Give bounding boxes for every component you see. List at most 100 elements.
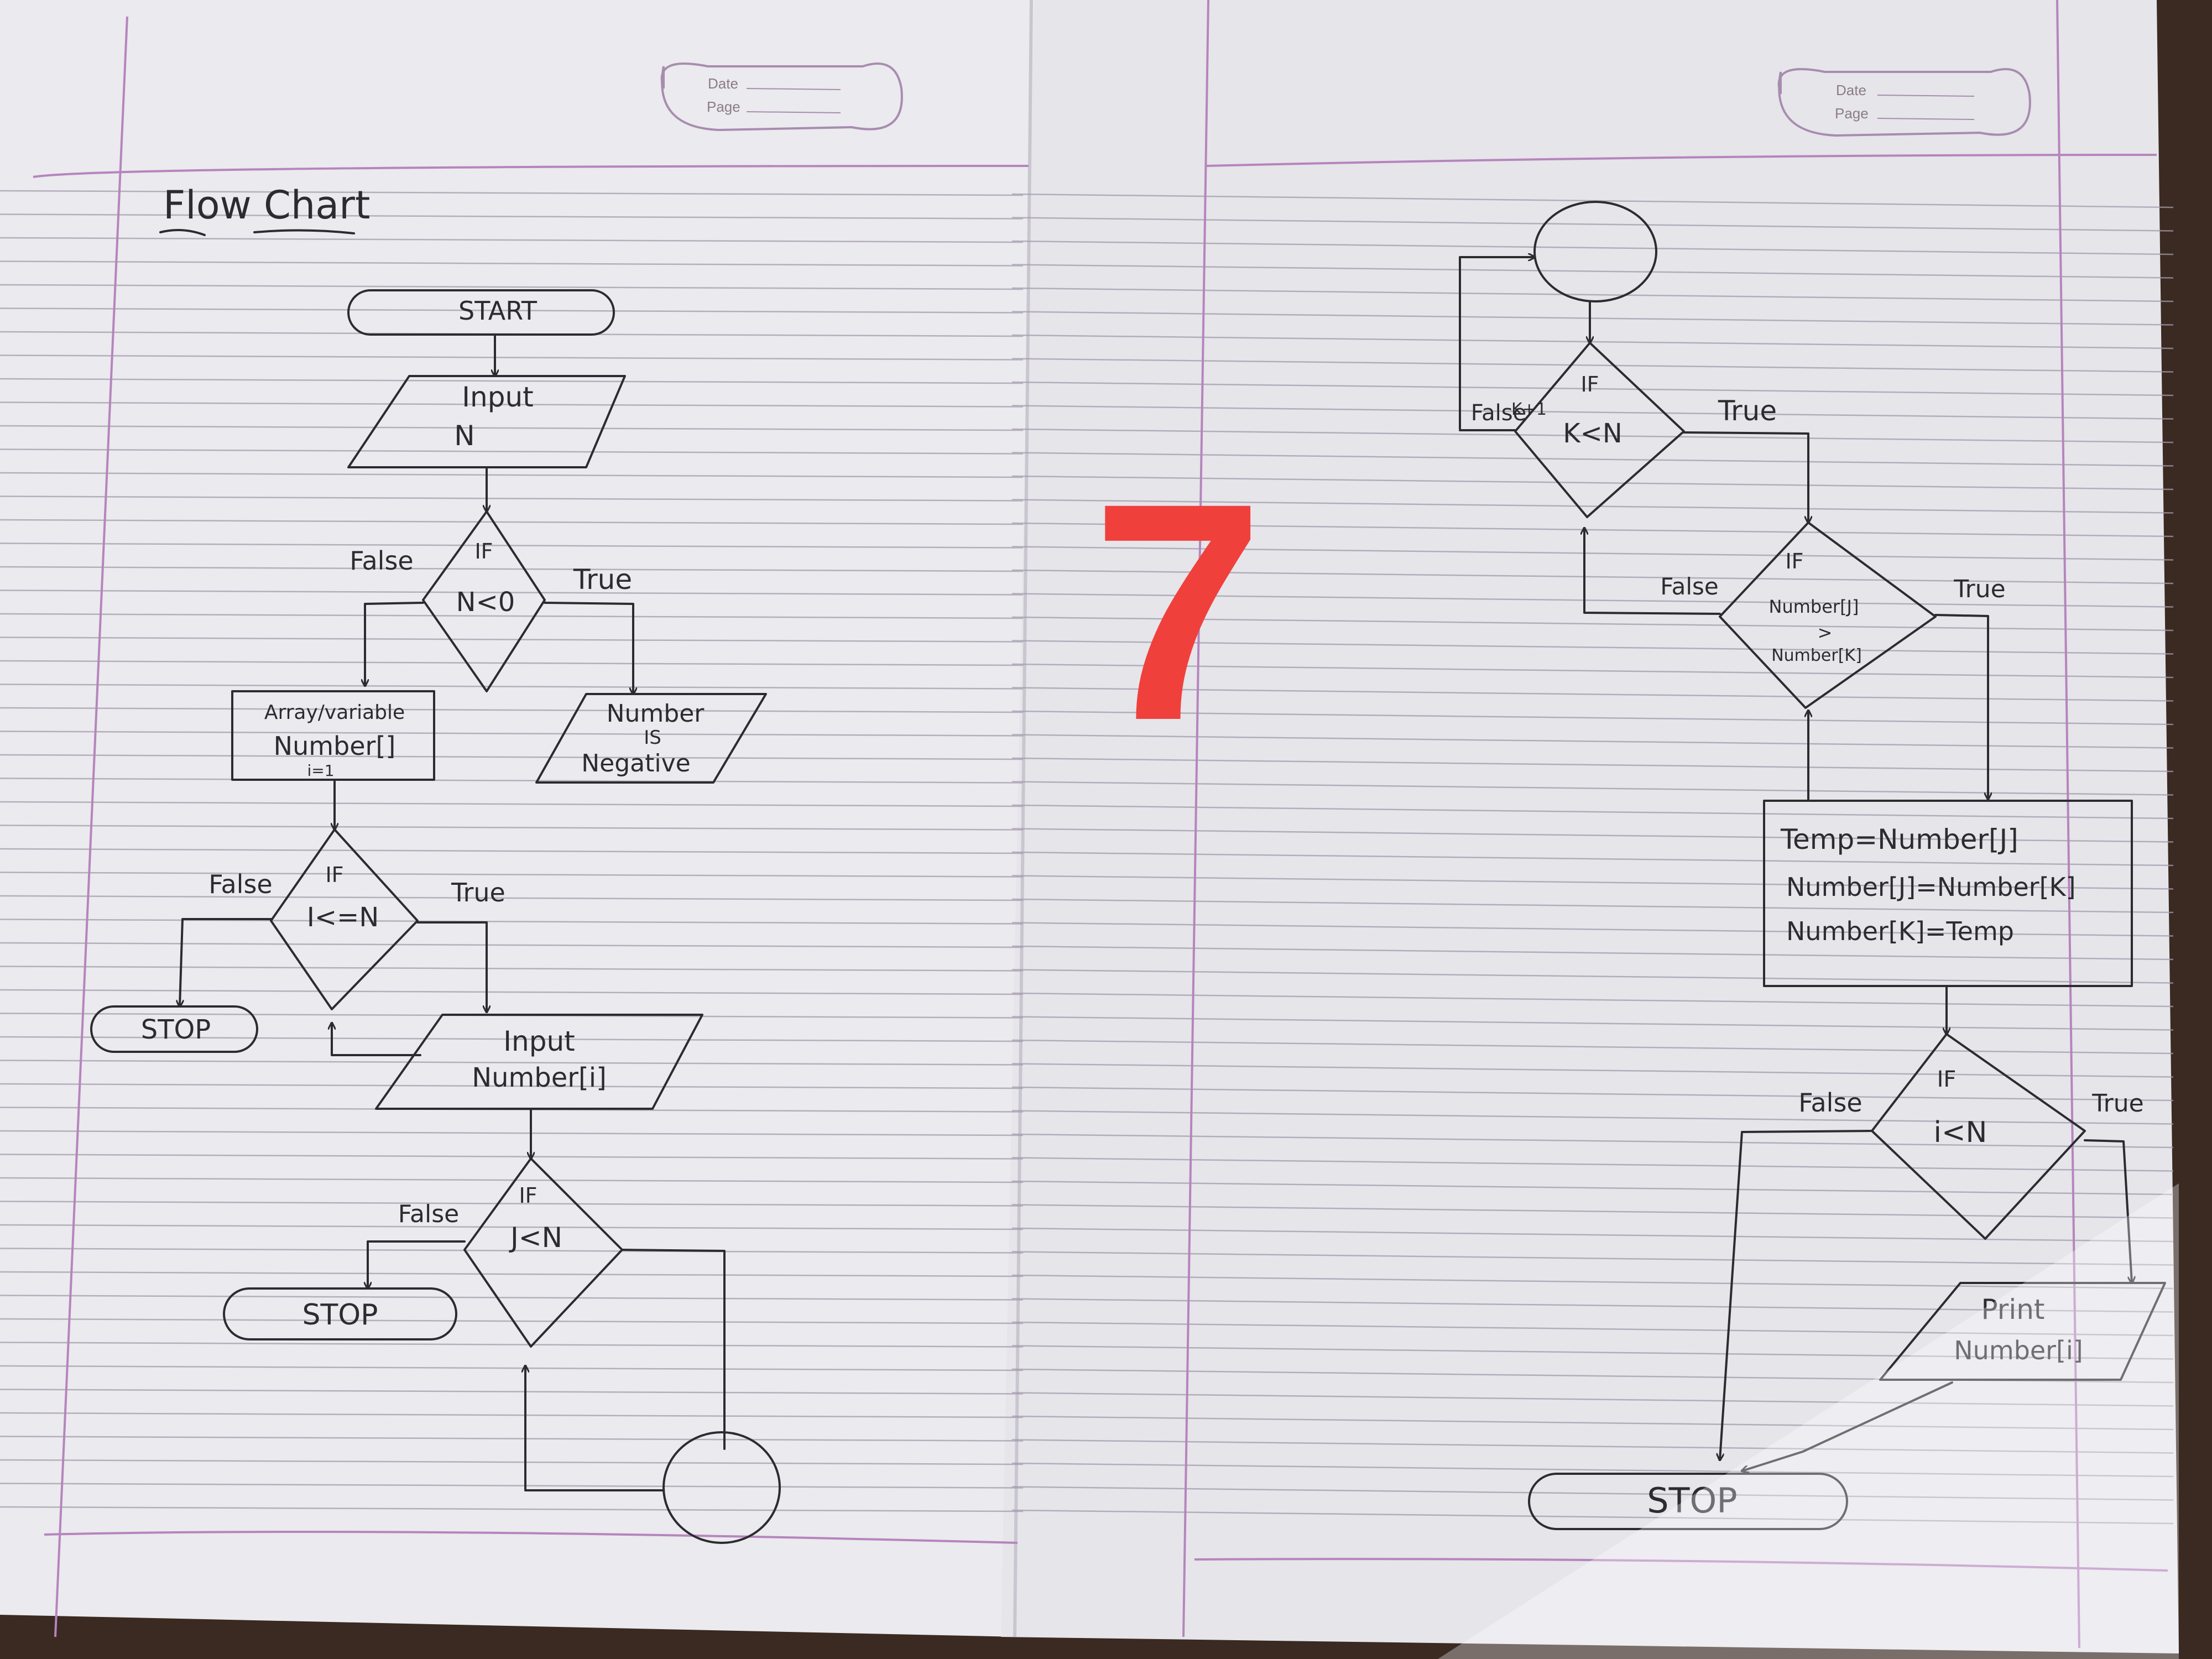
input-n-line1: Input: [462, 381, 533, 413]
false-label-r1: False: [1471, 400, 1526, 426]
array-line3: i=1: [307, 761, 334, 780]
ruled-line: [0, 401, 1024, 408]
ruled-line: [1011, 992, 2174, 1008]
page-fold: [1013, 0, 1033, 1637]
ruled-line: [1011, 1274, 2174, 1290]
ruled-line: [1011, 1415, 2174, 1431]
ruled-line: [0, 919, 1024, 925]
ruled-line: [1011, 710, 2174, 726]
ruled-line: [1011, 311, 2174, 326]
ruled-line: [0, 1083, 1024, 1089]
page-borders: [33, 0, 2168, 1648]
ruled-line: [0, 684, 1024, 690]
ruled-line: [1011, 522, 2174, 538]
ruled-line: [1011, 264, 2174, 279]
stop-label-2: STOP: [302, 1298, 378, 1332]
ruled-line: [0, 848, 1024, 854]
negative-line3: Negative: [581, 749, 690, 778]
light-glare: [1438, 1183, 2179, 1659]
ruled-line: [1011, 546, 2174, 561]
ruled-line: [1011, 1345, 2174, 1360]
ruled-line: [1011, 358, 2174, 373]
ruled-line: [0, 895, 1024, 901]
left-date-label: Date: [708, 75, 738, 92]
if-label-3: IF: [519, 1183, 537, 1208]
ruled-line: [0, 260, 1024, 267]
ruled-line: [0, 1506, 1024, 1512]
ruled-line: [0, 425, 1024, 431]
ruled-line: [0, 1036, 1024, 1042]
cond-k-lt-n: K<N: [1563, 418, 1623, 449]
ruled-line: [1011, 616, 2174, 632]
if-label-r3: IF: [1937, 1067, 1957, 1092]
decision-n-lt-0: [422, 510, 546, 692]
decision-i-lt-n: [1871, 1033, 2086, 1240]
ruled-line: [1011, 1133, 2174, 1149]
ruled-line: [0, 1201, 1024, 1207]
ruled-line: [1011, 1227, 2174, 1243]
ruled-line: [1011, 851, 2174, 867]
ruled-line: [0, 754, 1024, 760]
if-label-1: IF: [474, 539, 493, 564]
ruled-line: [0, 801, 1024, 807]
ruled-line: [0, 284, 1024, 290]
negative-line2: IS: [644, 727, 661, 749]
connector-circle-left: [662, 1431, 781, 1544]
cond-i-le-n: I<=N: [307, 902, 379, 933]
ruled-line: [0, 190, 1024, 196]
true-label-r1: True: [1718, 395, 1777, 427]
title-underline: [159, 229, 355, 236]
cond-number-k: Number[K]: [1771, 646, 1862, 665]
ruled-line: [0, 519, 1024, 525]
overlay-number: 7: [1092, 439, 1264, 785]
print-line1: Print: [1981, 1293, 2044, 1326]
start-label: START: [458, 296, 538, 326]
ruled-line: [0, 1295, 1024, 1301]
stop-terminal-2: [223, 1287, 457, 1340]
cond-number-j: Number[J]: [1769, 596, 1859, 617]
ruled-line: [1011, 1462, 2174, 1478]
ruled-line: [0, 1130, 1024, 1136]
false-label-r3: False: [1798, 1088, 1862, 1118]
ruled-line: [1011, 1110, 2174, 1125]
decision-compare: [1719, 521, 1937, 709]
ruled-line: [0, 1271, 1024, 1277]
ruled-line: [0, 448, 1024, 455]
ruled-line: [1011, 757, 2174, 773]
ruled-line: [0, 1436, 1024, 1442]
ruled-line: [0, 966, 1024, 972]
true-label-r2: True: [1953, 575, 2005, 603]
cond-j-lt-n: J<N: [509, 1222, 562, 1254]
ruled-line: [0, 637, 1024, 643]
ruled-line: [0, 872, 1024, 878]
ruled-line: [1011, 804, 2174, 820]
ruled-line: [1011, 734, 2174, 749]
input-n-line2: N: [454, 420, 474, 452]
ruled-line: [0, 825, 1024, 831]
true-label-2: True: [451, 878, 505, 907]
input-n-box: [347, 375, 626, 468]
right-page-label: Page: [1835, 105, 1869, 122]
ruled-line: [1011, 922, 2174, 937]
print-line2: Number[i]: [1954, 1335, 2083, 1365]
ruled-line: [1011, 781, 2174, 796]
ruled-line: [0, 589, 1024, 596]
ruled-line: [1011, 1157, 2174, 1172]
ruled-line: [0, 1318, 1024, 1324]
ruled-line: [1011, 428, 2174, 444]
negative-output-box: [535, 693, 767, 784]
ruled-line: [1011, 1063, 2174, 1078]
print-output-box: [1879, 1282, 2166, 1381]
ruled-line: [1011, 663, 2174, 679]
ruled-line: [0, 660, 1024, 666]
decision-k-lt-n: [1514, 342, 1685, 518]
ruled-line: [0, 542, 1024, 549]
ruled-line: [1011, 452, 2174, 467]
ruled-line: [1011, 569, 2174, 585]
swap-line1: Temp=Number[J]: [1780, 823, 2018, 855]
ruled-line: [0, 237, 1024, 243]
ruled-line: [1011, 1251, 2174, 1266]
ruled-line: [0, 1389, 1024, 1395]
ruled-line: [1011, 405, 2174, 420]
array-line1: Array/variable: [264, 701, 405, 724]
